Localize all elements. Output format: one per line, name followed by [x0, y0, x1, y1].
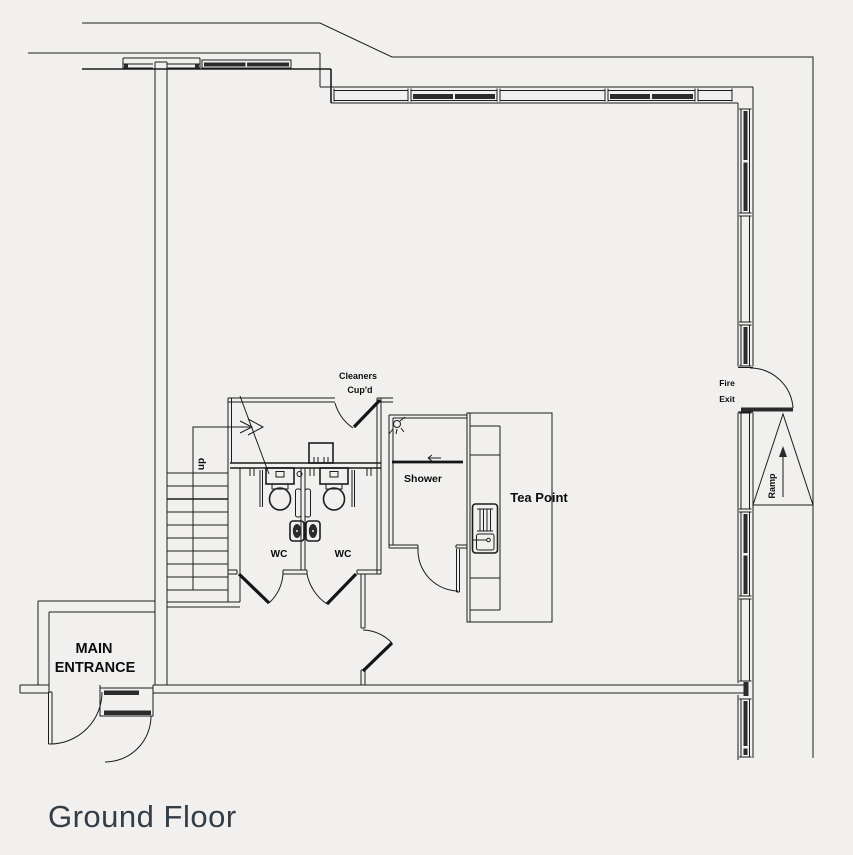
- wc-right-door: [306, 572, 358, 606]
- upper-left-wall-outer: [28, 52, 321, 87]
- window-plain: [333, 88, 409, 102]
- bottom-right-wall-junction: [743, 682, 749, 696]
- wc-right-door-leaf: [325, 572, 358, 606]
- fire-exit-door-leaf: [741, 407, 793, 412]
- cleaners-cupboard-door: [334, 398, 382, 429]
- cleaners-label-line2: Cup'd: [347, 385, 372, 395]
- entrance-door-swing: [49, 691, 103, 745]
- shower-head-icon: [388, 416, 406, 435]
- vestibule-door-swing: [104, 715, 152, 763]
- top-left-windows: [122, 57, 292, 69]
- shower-door: [417, 547, 460, 593]
- fire-exit-door-swing: [749, 367, 794, 409]
- cupboard-door-swing: [334, 402, 354, 429]
- toilet-icon-left: [265, 467, 295, 511]
- entrance-label-line2: ENTRANCE: [55, 660, 136, 676]
- window-glazed: [739, 108, 752, 214]
- tea-point-label: Tea Point: [510, 490, 568, 505]
- window-frame: [201, 59, 292, 69]
- ramp: Ramp: [752, 412, 814, 506]
- window-plain: [739, 598, 752, 682]
- corridor-wall: [360, 574, 394, 685]
- window-plain: [697, 88, 733, 102]
- cleaners-label-line1: Cleaners: [339, 371, 377, 381]
- boiler-unit: [308, 442, 334, 464]
- tea-point-outline: [466, 412, 553, 623]
- stair-treads: [167, 472, 228, 591]
- toilet-icon-right: [319, 467, 349, 511]
- shower-south-wall: [389, 544, 467, 549]
- partition-detail: [296, 471, 303, 477]
- shower-label: Shower: [404, 473, 442, 485]
- grab-rails: [249, 468, 372, 507]
- fire-exit-label-line1: Fire: [719, 378, 735, 388]
- main-entrance: MAIN ENTRANCE: [48, 641, 154, 763]
- wc-left-door-leaf: [237, 572, 271, 605]
- window-glazed: [739, 698, 752, 758]
- entrance-label-line1: MAIN: [75, 641, 112, 657]
- wc-east-wall: [376, 398, 382, 574]
- window-end-cap: [124, 64, 128, 68]
- vestibule-door-leaf: [104, 690, 139, 695]
- page-title: Ground Floor: [48, 799, 237, 834]
- window-glazed: [607, 88, 696, 102]
- stairwell-west-wall: [154, 61, 168, 685]
- corridor-door-leaf: [361, 641, 394, 673]
- wc-right-label: WC: [335, 549, 352, 560]
- top-wall-windows: [333, 88, 733, 102]
- exterior-walls: [19, 22, 814, 760]
- entrance-lobby-walls: [37, 600, 155, 685]
- basin-icon-right: [304, 488, 321, 542]
- shower-tray-arrow: [427, 454, 441, 462]
- ramp-arrow-head: [779, 446, 787, 457]
- ramp-outline: [752, 412, 814, 506]
- corridor-door-swing: [362, 629, 393, 644]
- entrance-door-left: [48, 691, 103, 745]
- ramp-label: Ramp: [767, 473, 777, 499]
- window-glazed: [739, 324, 752, 367]
- stairs-up-label: up: [196, 458, 207, 470]
- lobby-west-wall: [227, 398, 232, 463]
- wc-left-door-swing: [268, 573, 284, 604]
- entrance-door-leaf: [48, 691, 53, 745]
- wc-partition-wall: [300, 468, 306, 570]
- window-frame: [122, 57, 201, 69]
- basin-icon-left: [289, 488, 305, 542]
- tea-point-counter: [469, 413, 501, 622]
- wc-block-walls: [227, 397, 393, 602]
- wc-right-door-swing: [306, 573, 328, 605]
- fire-exit-door: [736, 366, 794, 413]
- fire-exit-label-line2: Exit: [719, 394, 735, 404]
- shower-room: Shower: [388, 414, 467, 593]
- wc-left-door: [237, 572, 284, 605]
- sink-drainer-icon: [471, 503, 499, 554]
- shower-door-swing: [417, 547, 459, 592]
- tea-point: Tea Point: [466, 412, 568, 623]
- upper-left-wall-inner: [82, 68, 332, 103]
- cupboard-door-leaf: [352, 398, 382, 429]
- wc-west-wall: [227, 463, 241, 602]
- shower-walls: [388, 414, 467, 548]
- shower-door-leaf: [456, 549, 460, 593]
- outer-boundary-line: [82, 22, 814, 758]
- wc-left-label: WC: [271, 549, 288, 560]
- glazing-mullion: [245, 62, 248, 67]
- window-plain: [499, 88, 606, 102]
- window-glazed: [410, 88, 498, 102]
- window-glazed: [739, 511, 752, 597]
- top-wall-faces: [320, 86, 753, 104]
- vestibule-door-leaf: [104, 710, 151, 715]
- wc-south-wall: [228, 569, 381, 575]
- right-wall-windows: [739, 108, 752, 758]
- window-end-cap: [195, 64, 199, 68]
- lobby-north-wall: [228, 397, 335, 403]
- stair-break-line: [239, 395, 270, 475]
- window-plain: [739, 215, 752, 323]
- entrance-vestibule: [99, 687, 154, 763]
- window-plain: [739, 412, 752, 510]
